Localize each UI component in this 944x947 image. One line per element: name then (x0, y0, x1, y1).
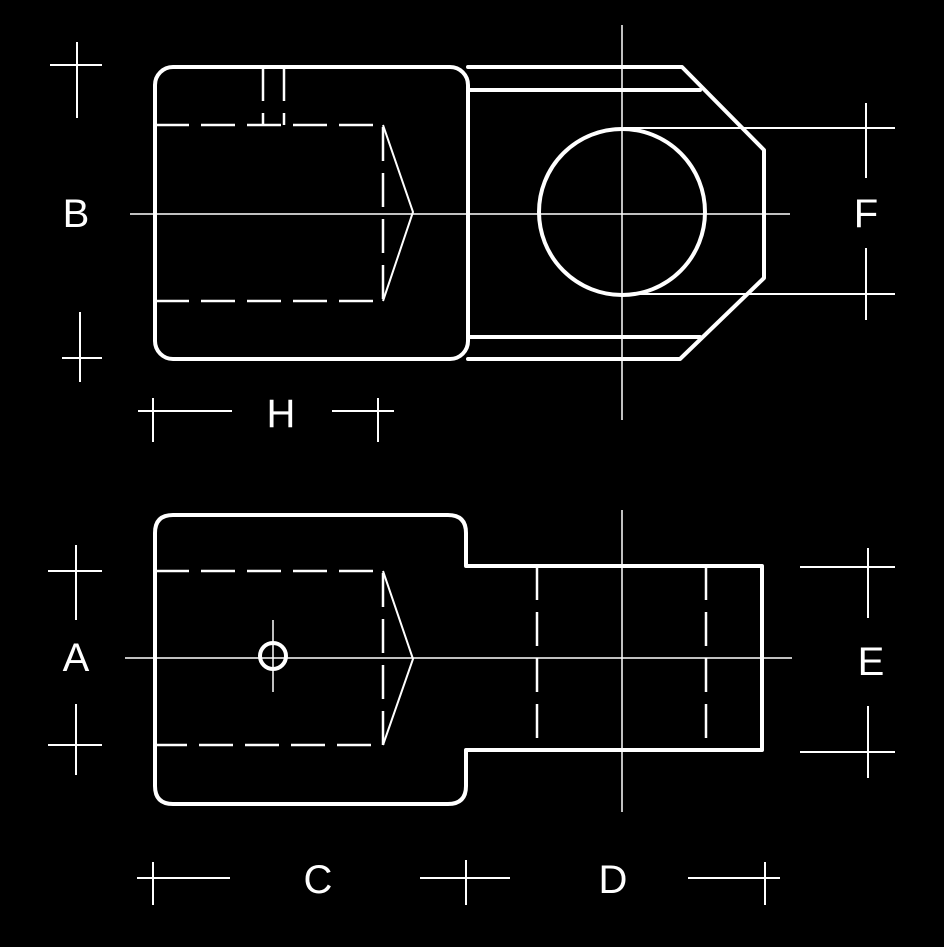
top-view (130, 25, 790, 420)
dimension-e: E (800, 548, 895, 778)
bottom-hidden-bore (155, 569, 385, 747)
dimension-b: B (50, 42, 102, 382)
label-a: A (63, 636, 90, 680)
dimension-f: F (624, 103, 895, 320)
dimension-h: H (138, 392, 394, 442)
bottom-bore-drill-point (382, 570, 415, 746)
label-e: E (858, 640, 885, 684)
label-h: H (267, 392, 296, 436)
top-bore-drill-point (382, 124, 415, 302)
label-f: F (854, 192, 878, 236)
top-head-outline (466, 65, 766, 361)
bottom-view (125, 510, 792, 812)
label-b: B (63, 192, 90, 236)
top-shank-outline (153, 65, 470, 361)
label-c: C (304, 858, 333, 902)
top-hidden-bore (155, 123, 385, 303)
bottom-body-outline (153, 513, 764, 806)
dimension-a: A (48, 545, 102, 775)
label-d: D (599, 858, 628, 902)
dimension-c-d: C D (137, 858, 780, 905)
